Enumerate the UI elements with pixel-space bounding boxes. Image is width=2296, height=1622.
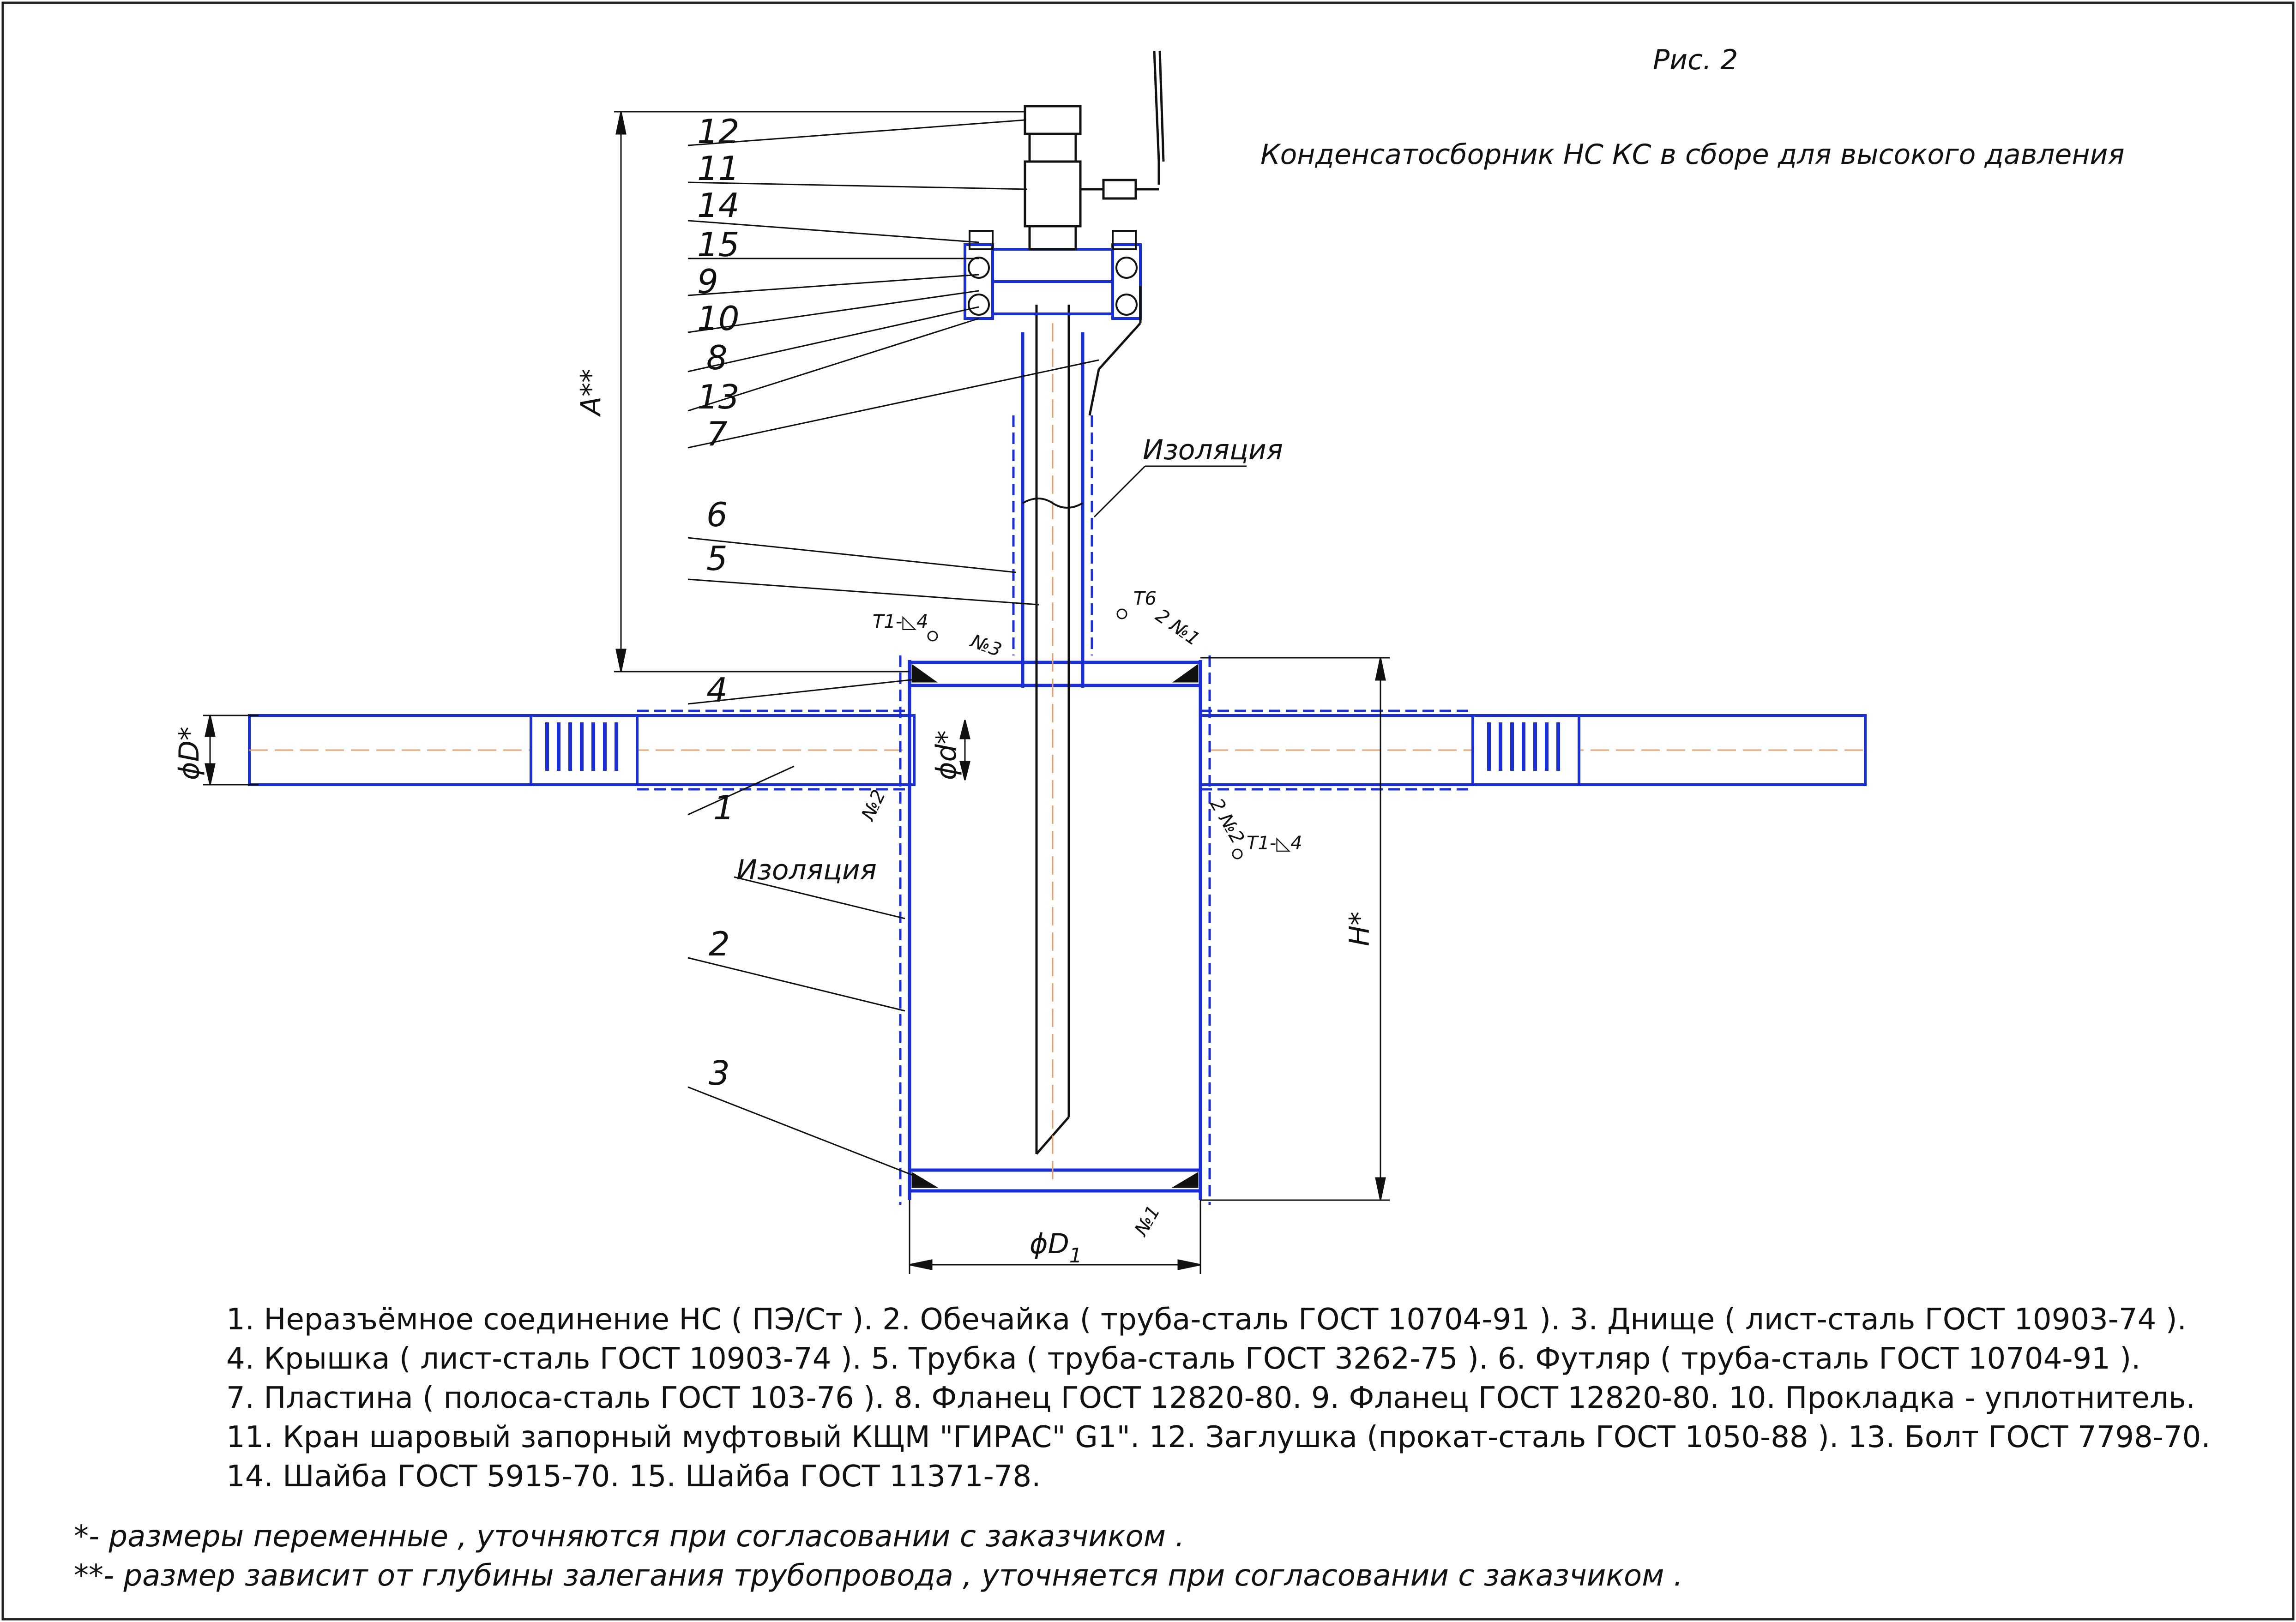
legend-line-1: 1. Неразъёмное соединение НС ( ПЭ/Ст ). … <box>226 1303 2187 1337</box>
dimension-H <box>1200 657 1390 1201</box>
note-double-star: **- размер зависит от глубины залегания … <box>74 1559 1683 1593</box>
legend-line-5: 14. Шайба ГОСТ 5915-70. 15. Шайба ГОСТ 1… <box>226 1460 1041 1494</box>
weld-marker-right <box>1232 848 1243 859</box>
callout-leaders <box>687 119 1247 1180</box>
note-single-star: *- размеры переменные , уточняются при с… <box>74 1520 1185 1554</box>
dim-D1-label: ϕD1 <box>1030 1228 1082 1268</box>
dim-D-label: ϕD* <box>173 727 205 780</box>
callout-1: 1 <box>713 788 735 827</box>
weld-t6: Т6 <box>1133 588 1157 609</box>
callout-14: 14 <box>697 186 740 225</box>
weld-t1-top: Т1-◺4 <box>873 611 928 632</box>
drawing-title: Конденсатосборник НС КС в сборе для высо… <box>1260 138 2125 171</box>
figure-label: Рис. 2 <box>1653 44 1738 76</box>
weld-t1-right: Т1-◺4 <box>1247 833 1302 854</box>
dim-H-label: H* <box>1344 912 1376 946</box>
dimension-d <box>959 720 970 781</box>
assembly-drawing <box>203 50 1867 1274</box>
callout-numbers: 12 11 14 15 9 10 8 13 7 6 5 4 1 2 3 <box>697 112 740 1093</box>
dim-d-label: ϕd* <box>930 730 963 780</box>
ball-valve <box>1024 50 1165 416</box>
pipeline-left <box>248 709 916 791</box>
dimension-D <box>203 715 259 786</box>
flange-assembly <box>964 230 1142 320</box>
footnotes: *- размеры переменные , уточняются при с… <box>74 1520 1683 1593</box>
callout-7: 7 <box>706 415 728 453</box>
callout-4: 4 <box>706 671 728 709</box>
callout-6: 6 <box>706 495 728 534</box>
legend-line-2: 4. Крышка ( лист-сталь ГОСТ 10903-74 ). … <box>226 1342 2141 1376</box>
insulation-label-left: Изоляция <box>736 854 877 886</box>
callout-2: 2 <box>709 925 730 963</box>
callout-12: 12 <box>697 112 740 151</box>
insulation-label-top: Изоляция <box>1143 434 1283 466</box>
callout-3: 3 <box>709 1054 730 1093</box>
callout-9: 9 <box>697 262 718 301</box>
vessel-shell <box>899 655 1211 1205</box>
parts-legend: 1. Неразъёмное соединение НС ( ПЭ/Ст ). … <box>226 1303 2211 1494</box>
legend-line-4: 11. Кран шаровый запорный муфтовый КЩМ "… <box>226 1420 2211 1454</box>
dim-A-label: A** <box>575 369 607 417</box>
weld-marker-top <box>927 631 938 642</box>
weld-marker-t6 <box>1116 608 1127 619</box>
callout-5: 5 <box>706 539 728 578</box>
dimension-D1 <box>909 1200 1201 1274</box>
callout-11: 11 <box>697 149 740 188</box>
callout-10: 10 <box>697 299 740 338</box>
dim-D1-main: ϕD <box>1030 1228 1069 1260</box>
callout-15: 15 <box>697 225 740 264</box>
legend-line-3: 7. Пластина ( полоса-сталь ГОСТ 103-76 )… <box>226 1381 2195 1415</box>
dimension-A <box>614 111 1025 673</box>
central-tube <box>1012 305 1093 1182</box>
dim-D1-sub: 1 <box>1069 1244 1082 1268</box>
callout-8: 8 <box>706 338 728 377</box>
callout-13: 13 <box>697 378 740 416</box>
